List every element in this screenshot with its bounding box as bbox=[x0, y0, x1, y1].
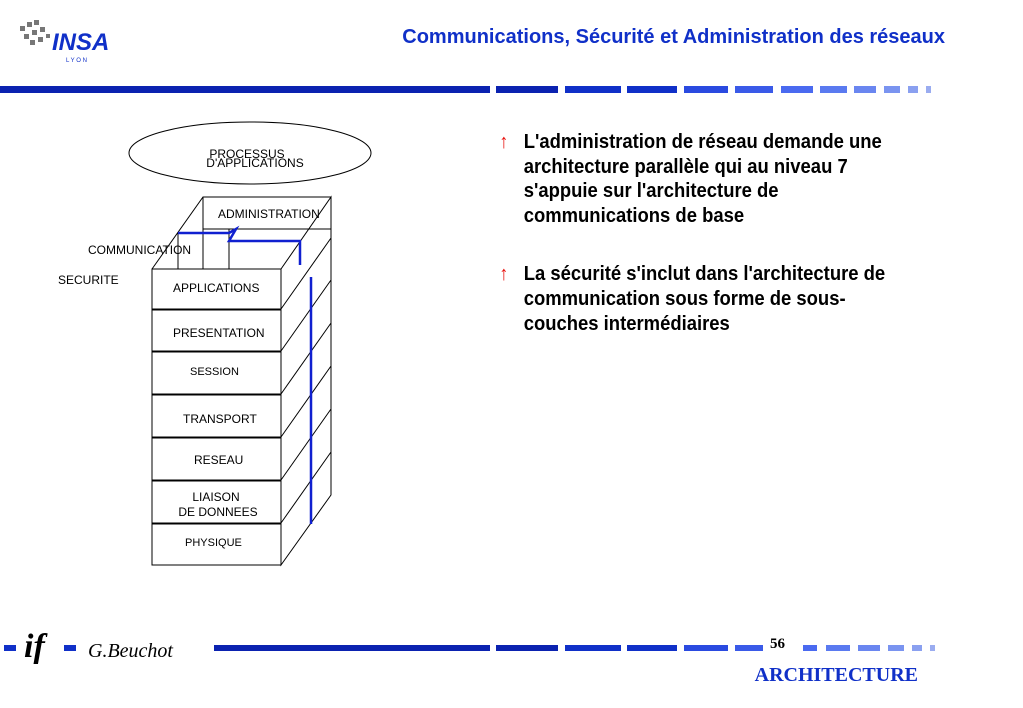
process-label-line2: D'APPLICATIONS bbox=[206, 156, 303, 170]
up-arrow-icon: ↑ bbox=[499, 131, 509, 153]
bullet-item: ↑ La sécurité s'inclut dans l'architectu… bbox=[494, 262, 902, 336]
logo-text: INSA bbox=[52, 29, 109, 56]
process-ellipse bbox=[128, 121, 372, 185]
bullet-list: ↑ L'administration de réseau demande une… bbox=[494, 130, 894, 374]
footer-divider bbox=[4, 645, 935, 651]
layer-transport: TRANSPORT bbox=[183, 412, 257, 426]
layer-reseau: RESEAU bbox=[194, 453, 243, 467]
insa-logo: INSA L Y O N bbox=[20, 20, 109, 64]
footer-author: G.Beuchot bbox=[88, 640, 173, 662]
section-title: ARCHITECTURE bbox=[754, 664, 918, 686]
page-title: Communications, Sécurité et Administrati… bbox=[402, 26, 945, 48]
layer-liaison-line2: DE DONNEES bbox=[178, 505, 257, 519]
process-label-line1: PROCESSUS bbox=[209, 147, 284, 161]
header-divider bbox=[0, 86, 931, 93]
administration-label: ADMINISTRATION bbox=[218, 207, 320, 221]
communication-label: COMMUNICATION bbox=[88, 243, 191, 257]
bullet-text: L'administration de réseau demande une a… bbox=[523, 130, 882, 227]
logo-subtext: L Y O N bbox=[66, 58, 87, 64]
layer-physique: PHYSIQUE bbox=[185, 537, 242, 549]
page-number: 56 bbox=[770, 636, 785, 652]
footer-logo: if bbox=[24, 628, 45, 665]
bullet-text: La sécurité s'inclut dans l'architecture… bbox=[523, 262, 886, 335]
bullet-item: ↑ L'administration de réseau demande une… bbox=[494, 130, 902, 228]
security-label: SECURITE bbox=[58, 273, 119, 287]
layer-presentation: PRESENTATION bbox=[173, 326, 265, 340]
layer-session: SESSION bbox=[190, 366, 239, 378]
up-arrow-icon: ↑ bbox=[499, 263, 509, 286]
layer-liaison-line1: LIAISON bbox=[192, 490, 239, 504]
layer-applications: APPLICATIONS bbox=[173, 281, 259, 295]
